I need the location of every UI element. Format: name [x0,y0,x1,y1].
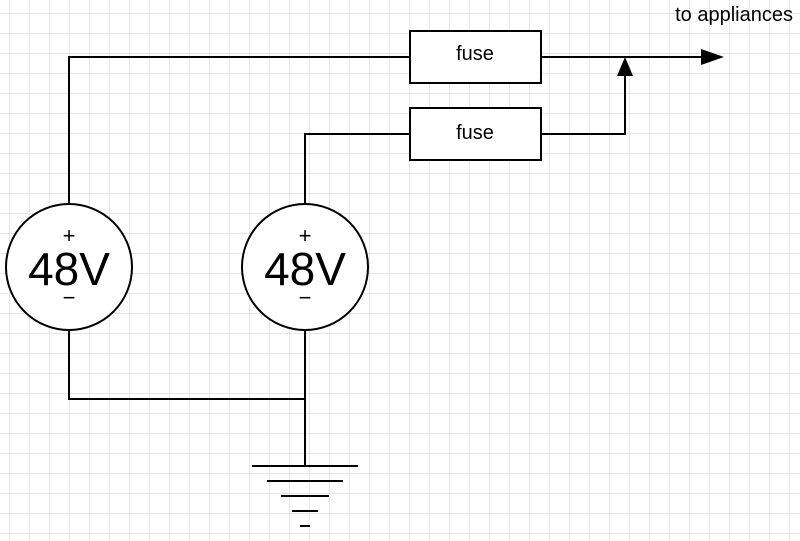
fuse-2-label: fuse [456,122,494,144]
fuse-1: fuse [409,30,542,84]
voltage-source-2-plus: + [299,223,312,248]
wire-source1-positive [68,56,411,204]
fuse-2: fuse [409,107,542,161]
wire-source2-positive [304,133,411,204]
voltage-source-1: + 48V − [5,203,133,331]
ground-icon [252,465,358,527]
output-label: to appliances [675,4,793,26]
wires [68,56,707,467]
voltage-source-1-symbol [5,203,133,331]
wire-source1-negative [68,330,306,400]
wire-fuse2-output [540,74,626,135]
voltage-source-2-symbol [241,203,369,331]
voltage-source-2-minus: − [299,285,312,310]
fuse-2-body [409,107,542,161]
voltage-source-2-label: 48V [264,243,346,295]
fuse-1-body [409,30,542,84]
fuse-1-label: fuse [456,43,494,65]
junction-arrowhead [617,57,633,76]
voltage-source-1-minus: − [63,285,76,310]
voltage-source-1-label: 48V [28,243,110,295]
voltage-source-1-plus: + [63,223,76,248]
voltage-source-2: + 48V − [241,203,369,331]
output-arrowhead [701,49,724,65]
